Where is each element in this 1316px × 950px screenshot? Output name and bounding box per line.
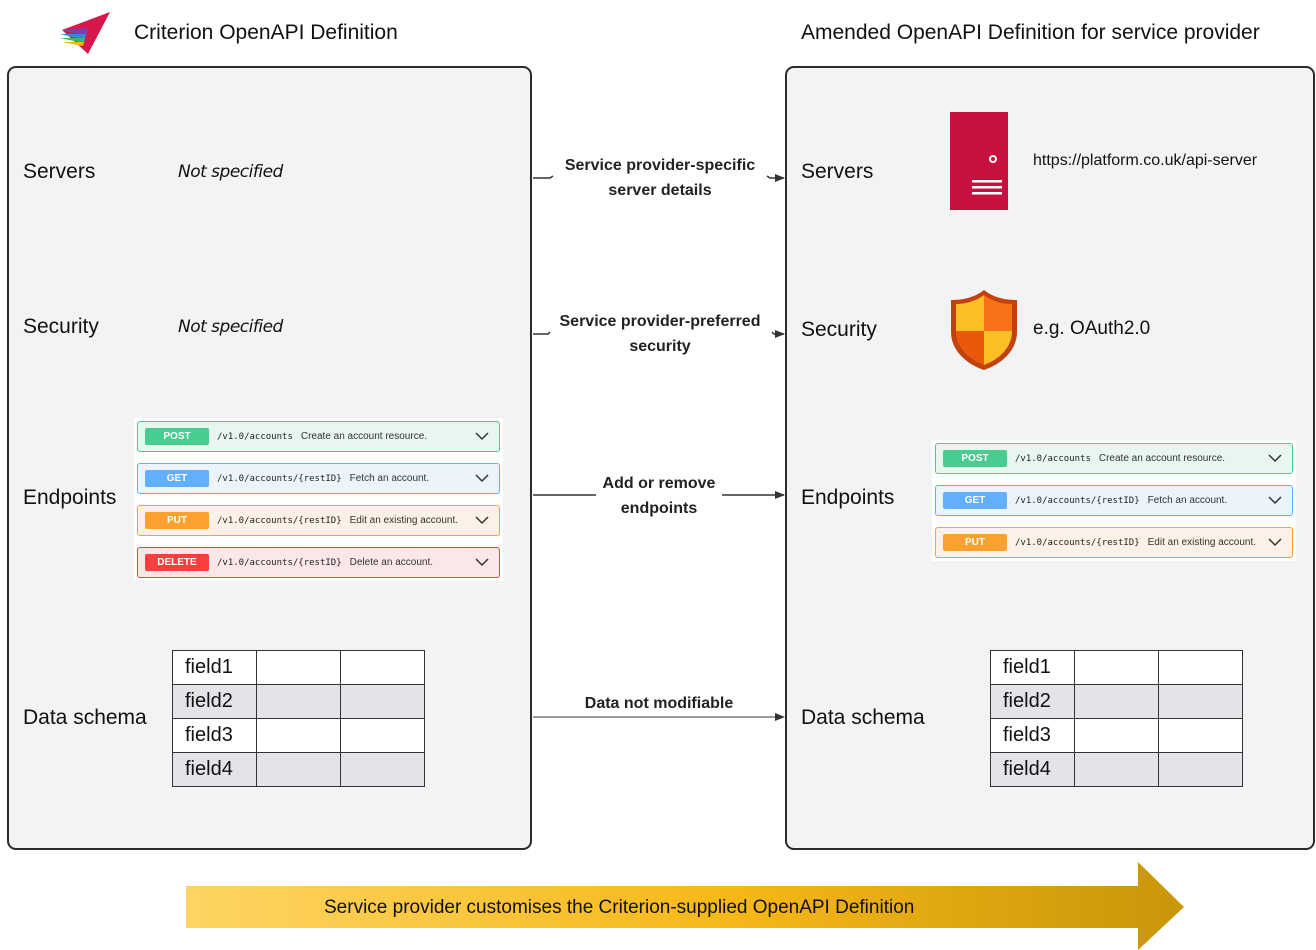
endpoint-row[interactable]: DELETE /v1.0/accounts/{restID} Delete an… bbox=[137, 547, 500, 578]
left-endpoint-list: POST /v1.0/accounts Create an account re… bbox=[134, 418, 503, 581]
table-row: field2 bbox=[172, 684, 425, 719]
security-value: e.g. OAuth2.0 bbox=[1033, 318, 1151, 339]
endpoint-description: Create an account resource. bbox=[1098, 453, 1226, 464]
left-endpoints-label: Endpoints bbox=[23, 486, 117, 509]
endpoints-arrow-label: Add or remove endpoints bbox=[594, 471, 724, 521]
endpoint-description: Edit an existing account. bbox=[349, 515, 459, 526]
endpoint-path: /v1.0/accounts/{restID} bbox=[1015, 495, 1140, 506]
arrow-label-line: Data not modifiable bbox=[584, 695, 734, 712]
method-badge: DELETE bbox=[145, 554, 209, 571]
right-schema-table: field1 field2 field3 field4 bbox=[990, 650, 1243, 787]
endpoint-row[interactable]: GET /v1.0/accounts/{restID} Fetch an acc… bbox=[935, 485, 1293, 516]
left-servers-value: Not specified bbox=[178, 162, 283, 182]
endpoint-row[interactable]: PUT /v1.0/accounts/{restID} Edit an exis… bbox=[935, 527, 1293, 558]
chevron-down-icon[interactable] bbox=[475, 429, 489, 443]
chevron-down-icon[interactable] bbox=[1268, 535, 1282, 549]
method-badge: GET bbox=[145, 470, 209, 487]
field-name: field1 bbox=[990, 650, 1075, 685]
chevron-down-icon[interactable] bbox=[1268, 451, 1282, 465]
process-banner-arrow bbox=[186, 862, 1184, 950]
table-row: field3 bbox=[172, 718, 425, 753]
chevron-down-icon[interactable] bbox=[1268, 493, 1282, 507]
endpoint-description: Edit an existing account. bbox=[1147, 537, 1257, 548]
shield-icon bbox=[951, 290, 1017, 370]
table-row: field1 bbox=[172, 650, 425, 685]
field-name: field4 bbox=[172, 752, 257, 787]
left-schema-label: Data schema bbox=[23, 706, 147, 729]
arrow-label-line: endpoints bbox=[620, 500, 698, 517]
left-security-label: Security bbox=[23, 315, 99, 338]
chevron-down-icon[interactable] bbox=[475, 555, 489, 569]
endpoint-path: /v1.0/accounts/{restID} bbox=[1015, 537, 1140, 548]
arrow-label-line: Add or remove bbox=[602, 475, 716, 492]
method-badge: POST bbox=[943, 450, 1007, 467]
right-servers-label: Servers bbox=[801, 160, 874, 183]
endpoint-description: Fetch an account. bbox=[349, 473, 430, 484]
endpoint-path: /v1.0/accounts/{restID} bbox=[217, 515, 342, 526]
banner-text: Service provider customises the Criterio… bbox=[324, 897, 915, 918]
server-icon bbox=[950, 112, 1008, 210]
left-security-value: Not specified bbox=[178, 317, 283, 337]
security-arrow-label: Service provider-preferred security bbox=[545, 309, 775, 359]
field-name: field3 bbox=[172, 718, 257, 753]
endpoint-row[interactable]: GET /v1.0/accounts/{restID} Fetch an acc… bbox=[137, 463, 500, 494]
right-endpoint-list: POST /v1.0/accounts Create an account re… bbox=[932, 440, 1296, 561]
left-title: Criterion OpenAPI Definition bbox=[134, 21, 398, 44]
arrow-label-line: Service provider-preferred bbox=[559, 313, 761, 330]
table-row: field2 bbox=[990, 684, 1243, 719]
endpoint-row[interactable]: POST /v1.0/accounts Create an account re… bbox=[935, 443, 1293, 474]
endpoint-path: /v1.0/accounts bbox=[217, 431, 293, 442]
right-security-label: Security bbox=[801, 318, 877, 341]
field-name: field2 bbox=[172, 684, 257, 719]
chevron-down-icon[interactable] bbox=[475, 513, 489, 527]
table-row: field4 bbox=[172, 752, 425, 787]
table-row: field4 bbox=[990, 752, 1243, 787]
chevron-down-icon[interactable] bbox=[475, 471, 489, 485]
arrow-label-line: Service provider-specific bbox=[564, 157, 756, 174]
servers-arrow bbox=[533, 174, 785, 182]
right-title: Amended OpenAPI Definition for service p… bbox=[801, 21, 1260, 44]
schema-arrow-label: Data not modifiable bbox=[569, 691, 749, 716]
method-badge: PUT bbox=[943, 534, 1007, 551]
security-arrow bbox=[533, 330, 785, 338]
endpoint-path: /v1.0/accounts/{restID} bbox=[217, 473, 342, 484]
field-name: field2 bbox=[990, 684, 1075, 719]
arrow-label-line: security bbox=[629, 338, 691, 355]
servers-arrow-label: Service provider-specific server details bbox=[549, 153, 771, 203]
field-name: field4 bbox=[990, 752, 1075, 787]
endpoint-path: /v1.0/accounts/{restID} bbox=[217, 557, 342, 568]
right-endpoints-label: Endpoints bbox=[801, 486, 895, 509]
endpoint-path: /v1.0/accounts bbox=[1015, 453, 1091, 464]
endpoint-description: Create an account resource. bbox=[300, 431, 428, 442]
table-row: field3 bbox=[990, 718, 1243, 753]
endpoint-row[interactable]: POST /v1.0/accounts Create an account re… bbox=[137, 421, 500, 452]
criterion-logo bbox=[60, 12, 110, 54]
method-badge: POST bbox=[145, 428, 209, 445]
server-url: https://platform.co.uk/api-server bbox=[1033, 152, 1258, 169]
left-servers-label: Servers bbox=[23, 160, 96, 183]
method-badge: PUT bbox=[145, 512, 209, 529]
right-schema-label: Data schema bbox=[801, 706, 925, 729]
endpoint-row[interactable]: PUT /v1.0/accounts/{restID} Edit an exis… bbox=[137, 505, 500, 536]
field-name: field3 bbox=[990, 718, 1075, 753]
field-name: field1 bbox=[172, 650, 257, 685]
method-badge: GET bbox=[943, 492, 1007, 509]
arrow-label-line: server details bbox=[608, 182, 712, 199]
endpoint-description: Delete an account. bbox=[349, 557, 434, 568]
left-schema-table: field1 field2 field3 field4 bbox=[172, 650, 425, 787]
endpoint-description: Fetch an account. bbox=[1147, 495, 1228, 506]
